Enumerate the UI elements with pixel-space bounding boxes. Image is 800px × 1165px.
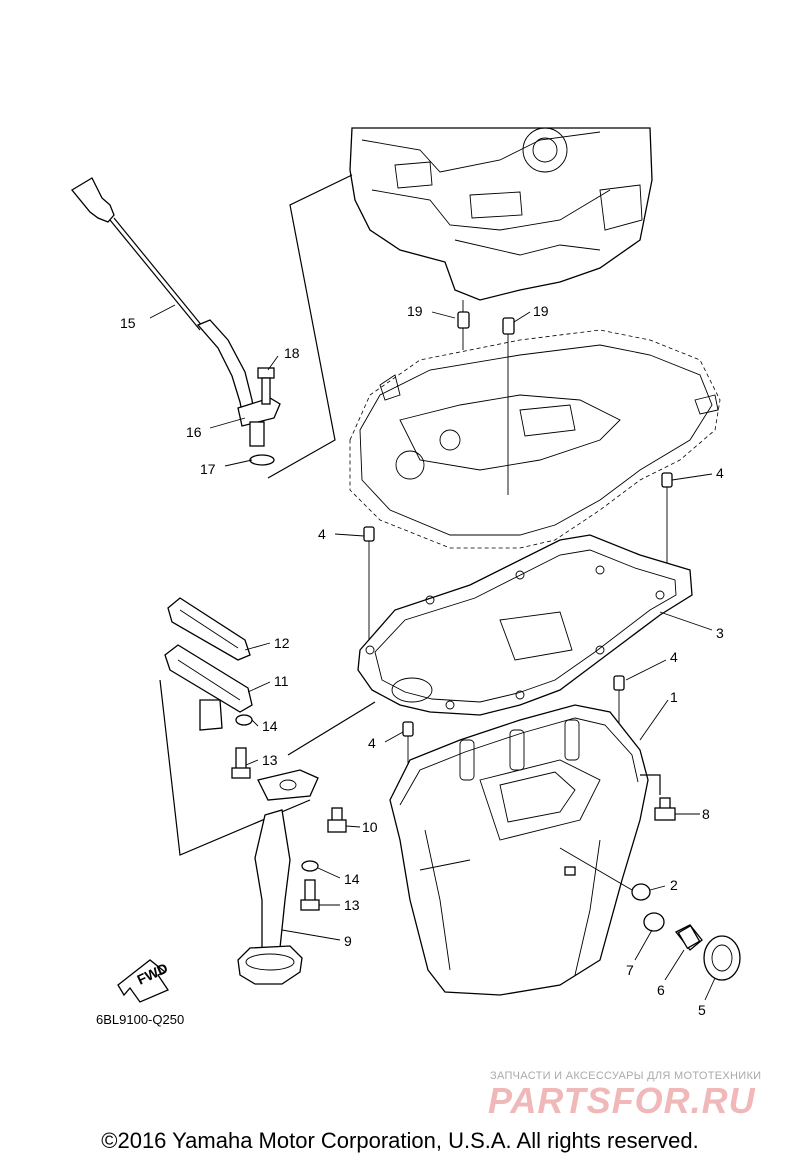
o-ring-part-17	[249, 454, 275, 466]
callout-4b: 4	[318, 526, 326, 542]
gasket-part-12	[167, 597, 251, 661]
diagram-code: 6BL9100-Q250	[96, 1012, 185, 1027]
dipstick-part-15	[71, 177, 204, 331]
callout-7: 7	[626, 962, 634, 978]
callout-9: 9	[344, 933, 352, 949]
callout-17: 17	[200, 461, 216, 477]
bolt-part-10	[327, 807, 347, 833]
oil-pipe-part-9	[237, 769, 319, 985]
callout-6: 6	[657, 982, 665, 998]
callout-19a: 19	[407, 303, 423, 319]
callout-12: 12	[274, 635, 290, 651]
bolt-part-13-lower	[300, 879, 320, 911]
dipstick-guide-part-16	[196, 319, 281, 447]
callout-16: 16	[186, 424, 202, 440]
callout-14b: 14	[344, 871, 360, 887]
oil-pan-part-1	[389, 704, 649, 996]
bolt-part-18	[257, 367, 275, 405]
callout-13a: 13	[262, 752, 278, 768]
callout-4c: 4	[670, 649, 678, 665]
watermark-subtitle: ЗАПЧАСТИ И АКСЕССУАРЫ ДЛЯ МОТОТЕХНИКИ	[490, 1070, 762, 1082]
callouts: 15 18 16 17 19 19 4 4 3 12 11 14 13 4 4 …	[120, 303, 724, 1018]
grommet-part-5	[703, 935, 741, 981]
callout-2: 2	[670, 877, 678, 893]
upper-casing	[349, 329, 721, 549]
washer-part-7	[643, 912, 665, 932]
gasket-part-3	[357, 534, 693, 716]
engine-block	[349, 127, 653, 301]
callout-19b: 19	[533, 303, 549, 319]
plug-part-6	[675, 924, 703, 951]
callout-4d: 4	[368, 735, 376, 751]
callout-5: 5	[698, 1002, 706, 1018]
bolt-part-8	[654, 797, 676, 821]
callout-leaders	[149, 304, 716, 1001]
callout-3: 3	[716, 625, 724, 641]
callout-4a: 4	[716, 465, 724, 481]
washer-part-14-lower	[301, 860, 319, 872]
callout-10: 10	[362, 819, 378, 835]
callout-14a: 14	[262, 718, 278, 734]
callout-1: 1	[670, 689, 678, 705]
copyright-notice: ©2016 Yamaha Motor Corporation, U.S.A. A…	[101, 1128, 699, 1153]
callout-15: 15	[120, 315, 136, 331]
callout-11: 11	[274, 673, 289, 689]
bolt-part-13-upper	[231, 747, 251, 779]
dowel-pins-part-19	[457, 300, 515, 495]
strainer-part-11	[164, 644, 253, 731]
callout-8: 8	[702, 806, 710, 822]
drain-plug-part-2	[559, 847, 651, 901]
callout-18: 18	[284, 345, 300, 361]
fwd-arrow-icon: FWD	[117, 959, 170, 1003]
washer-part-14-upper	[235, 714, 253, 726]
watermark-logo: PARTSFOR.RU	[488, 1080, 756, 1121]
callout-13b: 13	[344, 897, 360, 913]
